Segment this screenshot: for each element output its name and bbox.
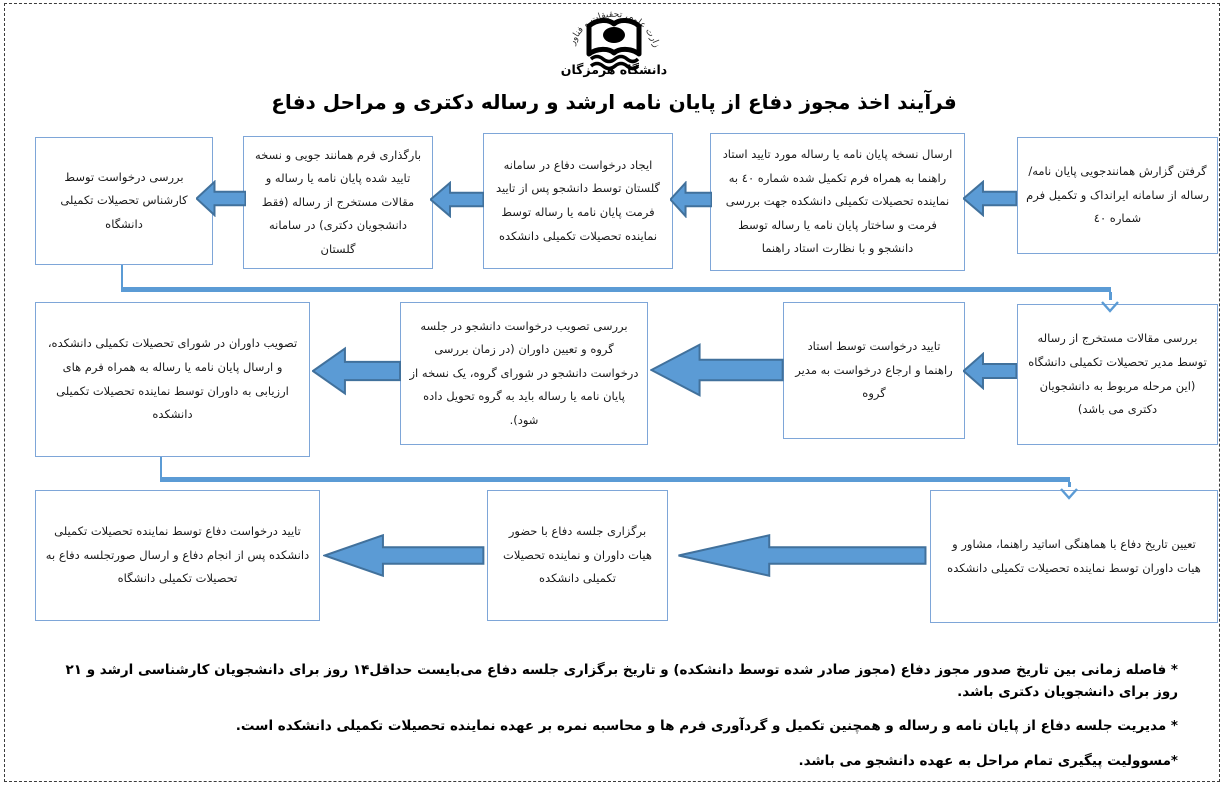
flow-step-3: ایجاد درخواست دفاع در سامانه گلستان توسط… xyxy=(483,133,673,269)
connector-row2-row3-horizontal xyxy=(160,477,1070,482)
chevron-down-icon xyxy=(1100,298,1120,317)
open-book-logo-icon: وزارت علوم، تحقیقات و فناوری xyxy=(549,0,661,71)
flow-arrow-left-icon xyxy=(312,346,401,396)
flow-step-4: بارگذاری فرم همانند جویی و نسخه تایید شد… xyxy=(243,136,433,269)
flow-step-9: تصویب داوران در شورای تحصیلات تکمیلی دان… xyxy=(35,302,310,457)
flow-arrow-left-icon xyxy=(963,180,1017,217)
flow-arrow-left-icon xyxy=(323,533,485,578)
flow-step-6: بررسی مقالات مستخرج از رساله توسط مدیر ت… xyxy=(1017,304,1218,445)
page-border xyxy=(4,3,1220,782)
footnote-3: *مسوولیت پیگیری تمام مراحل به عهده دانشج… xyxy=(798,752,1178,769)
flow-step-11: برگزاری جلسه دفاع با حضور هیات داوران و … xyxy=(487,490,668,621)
connector-row1-row2-drop xyxy=(1109,292,1112,300)
footnote-1: * فاصله زمانی بین تاریخ صدور مجوز دفاع (… xyxy=(65,662,1178,700)
flow-step-1: گرفتن گزارش همانندجویی پایان نامه/ رساله… xyxy=(1017,137,1218,254)
flow-arrow-left-icon xyxy=(670,181,712,218)
footnote-2: * مدیریت جلسه دفاع از پایان نامه و رساله… xyxy=(235,718,1178,735)
chevron-down-icon xyxy=(1059,485,1079,504)
flow-step-7: تایید درخواست توسط استاد راهنما و ارجاع … xyxy=(783,302,965,439)
flow-step-2: ارسال نسخه پایان نامه یا رساله مورد تایی… xyxy=(710,133,965,271)
flow-arrow-left-icon xyxy=(963,352,1017,390)
flow-arrow-left-icon xyxy=(650,342,784,398)
footnotes: * فاصله زمانی بین تاریخ صدور مجوز دفاع (… xyxy=(40,660,1178,785)
connector-row1-row2-horizontal xyxy=(121,287,1111,292)
university-name: دانشگاه هرمزگان xyxy=(560,62,668,77)
page-title: فرآیند اخذ مجوز دفاع از پایان نامه ارشد … xyxy=(271,90,957,114)
flow-step-5: بررسی درخواست توسط کارشناس تحصیلات تکمیل… xyxy=(35,137,213,265)
connector-row1-row2-vertical xyxy=(121,265,123,289)
flow-arrow-left-icon xyxy=(196,180,246,217)
flow-step-12: تایید درخواست دفاع توسط نماینده تحصیلات … xyxy=(35,490,320,621)
flow-arrow-left-icon xyxy=(430,181,484,218)
flow-step-8: بررسی تصویب درخواست دانشجو در جلسه گروه … xyxy=(400,302,648,445)
connector-row2-row3-drop xyxy=(1068,482,1071,487)
university-logo: وزارت علوم، تحقیقات و فناوری دانشگاه هرم… xyxy=(549,0,679,82)
flow-step-10: تعیین تاریخ دفاع با هماهنگی اساتید راهنم… xyxy=(930,490,1218,623)
flow-arrow-left-icon xyxy=(676,533,928,578)
connector-row2-row3-vertical xyxy=(160,457,162,479)
